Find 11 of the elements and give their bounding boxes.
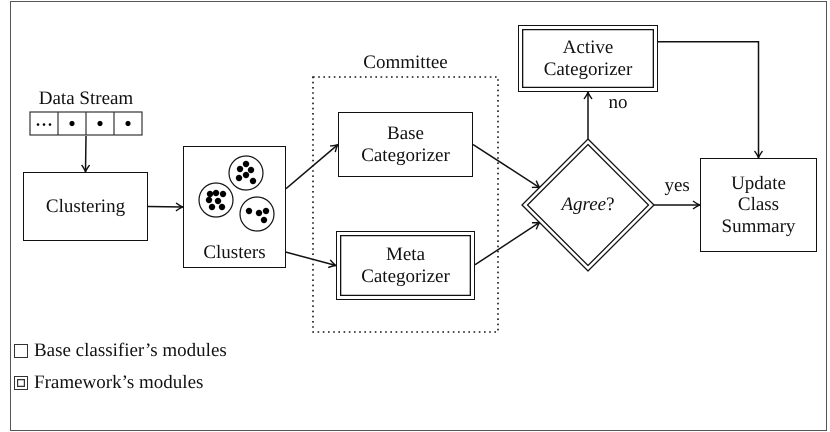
decision-text: Agree? bbox=[560, 194, 616, 216]
process-box: Base Categorizer bbox=[338, 112, 473, 177]
framework-module-box: Meta Categorizer bbox=[336, 231, 475, 300]
stream-label: Data Stream bbox=[38, 88, 134, 110]
group-title: Committee bbox=[362, 52, 449, 74]
process-box: Update Class Summary bbox=[700, 158, 817, 252]
framework-module-box: Active Categorizer bbox=[518, 25, 658, 92]
legend-text: Framework’s modules bbox=[34, 372, 204, 394]
clusters-box: Clusters bbox=[183, 146, 286, 268]
legend-text: Base classifier’s modules bbox=[34, 340, 227, 362]
process-box: Clustering bbox=[23, 172, 148, 241]
